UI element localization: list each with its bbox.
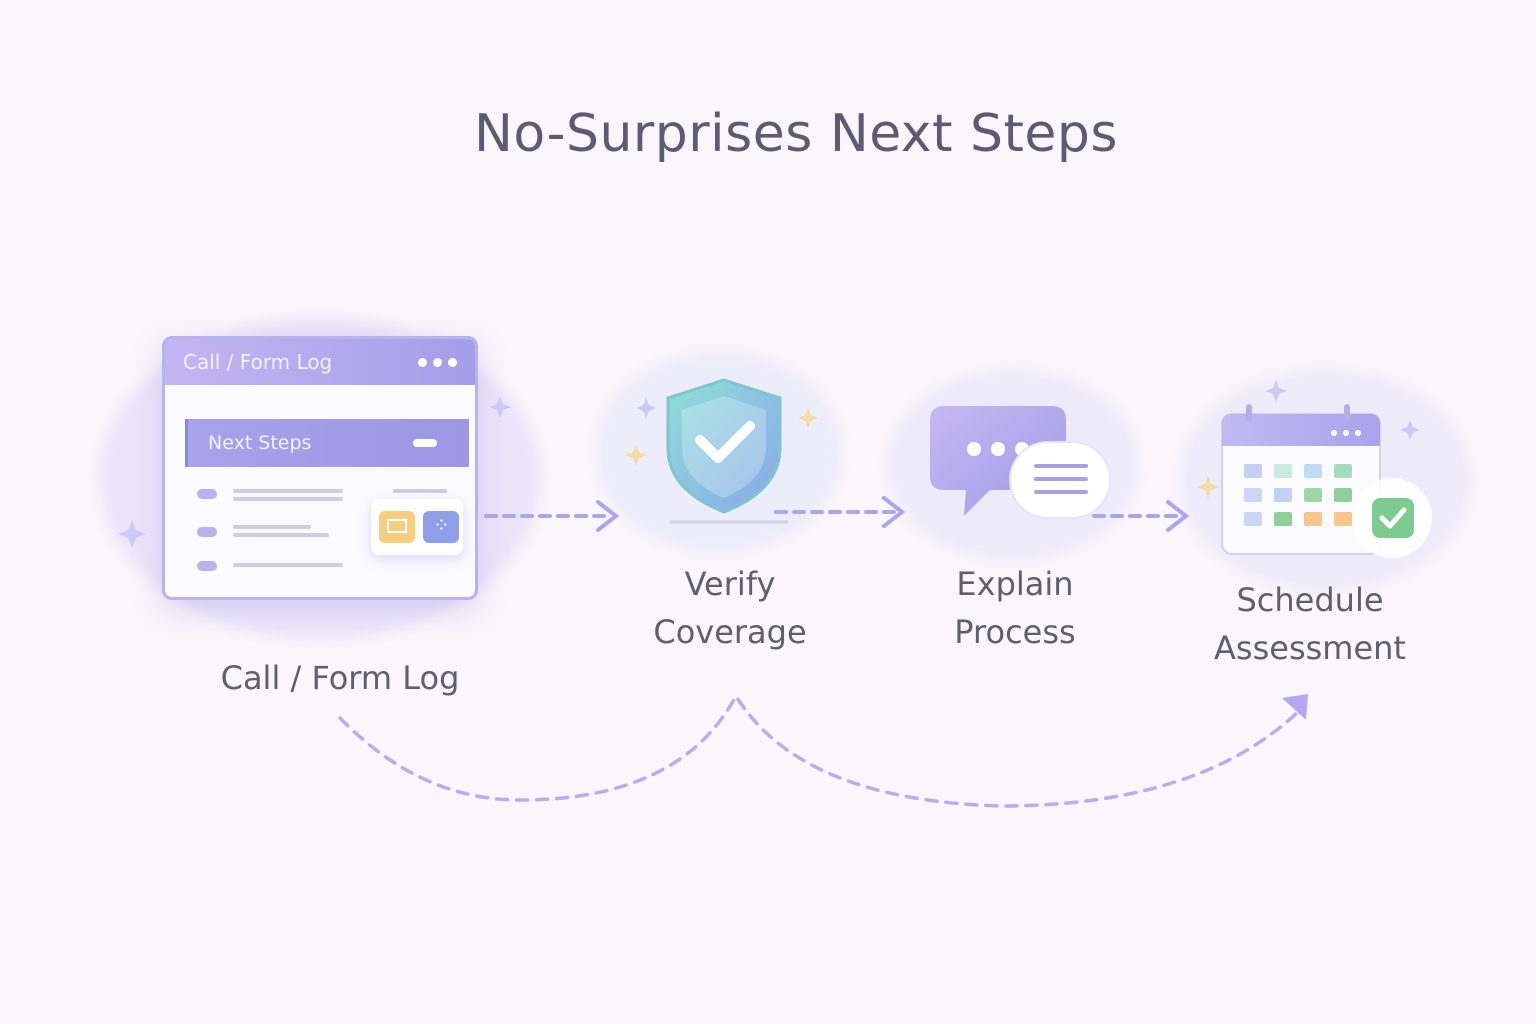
arrow-explain-to-schedule bbox=[1092, 500, 1190, 532]
step-label-schedule-assessment: Schedule Assessment bbox=[1214, 581, 1406, 667]
step-label-explain-process: Explain Process bbox=[954, 565, 1076, 651]
log-window-icon: Call / Form Log Next Steps bbox=[162, 336, 478, 600]
next-steps-bar: Next Steps bbox=[185, 419, 469, 467]
list-line bbox=[393, 489, 447, 493]
more-dots-icon bbox=[418, 357, 457, 367]
arrow-verify-to-explain bbox=[774, 496, 906, 528]
next-steps-label: Next Steps bbox=[208, 432, 312, 454]
list-bullet bbox=[197, 489, 217, 499]
people-icon bbox=[423, 511, 459, 543]
sparkle-icon bbox=[625, 408, 1219, 498]
curved-arrowhead-icon bbox=[1282, 694, 1308, 720]
calendar-check-icon bbox=[1221, 404, 1432, 558]
list-line bbox=[233, 533, 329, 537]
curved-connector bbox=[338, 692, 1302, 808]
toggle-pill-icon bbox=[413, 439, 437, 447]
contact-card bbox=[371, 499, 463, 555]
chat-bubbles-icon bbox=[930, 406, 1111, 519]
list-line bbox=[233, 563, 343, 567]
step-label-verify-coverage: Verify Coverage bbox=[653, 565, 807, 651]
step-label-call-form-log: Call / Form Log bbox=[220, 659, 460, 697]
log-window-header: Call / Form Log bbox=[165, 339, 475, 385]
arrow-log-to-verify bbox=[484, 500, 620, 532]
page-title: No-Surprises Next Steps bbox=[474, 104, 1118, 164]
list-line bbox=[233, 525, 311, 529]
log-window-title: Call / Form Log bbox=[183, 350, 333, 374]
list-bullet bbox=[197, 527, 217, 537]
shield-check-icon bbox=[666, 378, 788, 524]
sparkle-icon bbox=[118, 380, 1420, 548]
list-line bbox=[233, 497, 343, 501]
mail-icon bbox=[379, 511, 415, 543]
list-bullet bbox=[197, 561, 217, 571]
list-line bbox=[233, 489, 343, 493]
